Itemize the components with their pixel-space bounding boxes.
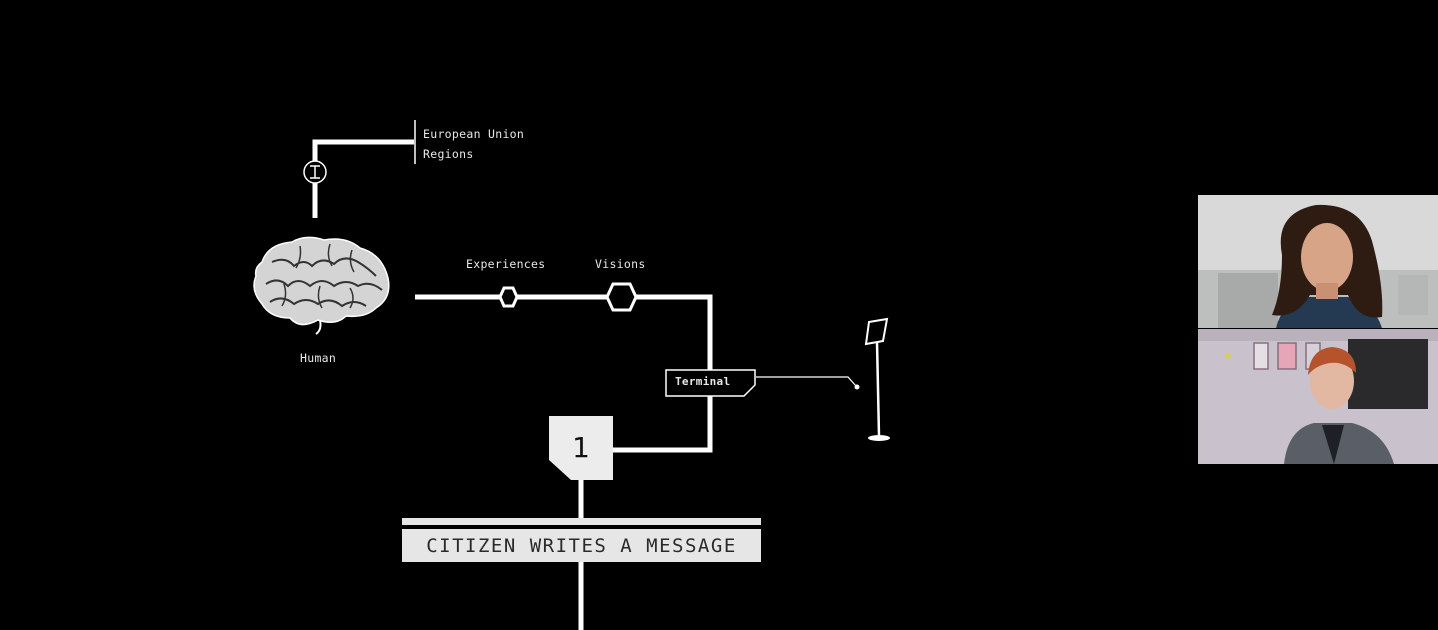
- step-number: 1: [572, 430, 590, 464]
- eu-label-line1: European Union: [423, 127, 525, 141]
- experiences-node: [498, 286, 519, 308]
- participant-video-tile-2[interactable]: [1198, 329, 1438, 464]
- step-title: CITIZEN WRITES A MESSAGE: [426, 535, 737, 557]
- visions-label: Visions: [595, 257, 646, 271]
- i-beam-connector-icon: [303, 160, 327, 184]
- terminal-tag: [665, 369, 756, 397]
- step-title-bar: [402, 518, 761, 525]
- step-box: [549, 416, 613, 480]
- eu-label-line2: Regions: [423, 147, 474, 161]
- terminal-label: Terminal: [675, 375, 731, 388]
- participant-woman-video: [1198, 195, 1438, 328]
- visions-node: [605, 282, 638, 312]
- kiosk-terminal-icon: [864, 317, 890, 441]
- participant-person-video: [1198, 329, 1438, 464]
- terminal-link-line: [756, 376, 857, 387]
- eu-regions-label: European Union Regions: [423, 124, 524, 164]
- participant-video-tile-1[interactable]: [1198, 195, 1438, 328]
- eu-connector-line: [312, 139, 414, 218]
- experiences-label: Experiences: [466, 257, 546, 271]
- brain-icon: [253, 236, 390, 335]
- step-title-box: [402, 529, 761, 562]
- terminal-link-dot: [854, 384, 860, 390]
- human-label: Human: [300, 351, 337, 365]
